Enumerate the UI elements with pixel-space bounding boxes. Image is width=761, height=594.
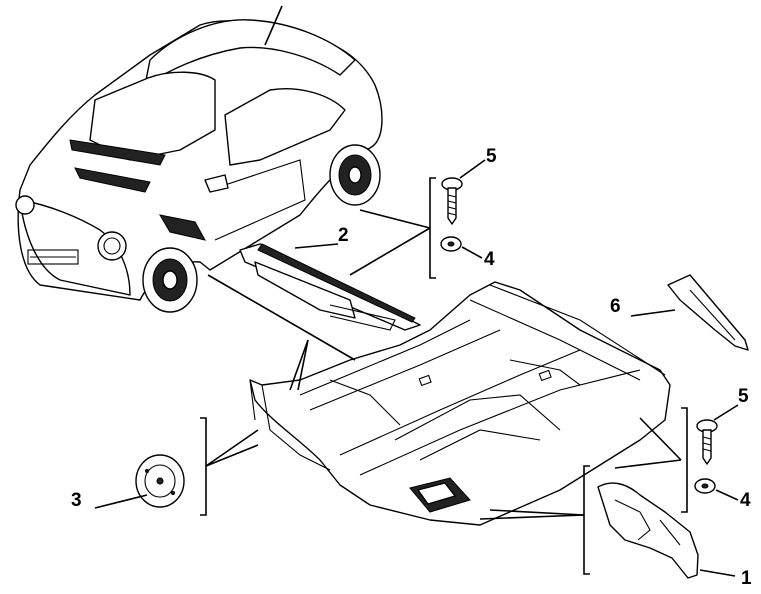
callout-5-lower: 5 xyxy=(738,386,749,407)
part-4-washer-upper xyxy=(440,236,462,252)
part-1-side-trim xyxy=(597,482,699,579)
callout-4-lower: 4 xyxy=(740,490,751,511)
part-4-washer-lower xyxy=(694,478,716,494)
callout-6: 6 xyxy=(610,296,621,317)
part-5-screw-lower xyxy=(696,419,718,465)
callout-4-upper: 4 xyxy=(484,249,495,270)
car-illustration xyxy=(15,5,383,313)
part-3-round-cap xyxy=(135,454,185,508)
callout-1: 1 xyxy=(741,568,752,589)
leader-lines xyxy=(94,159,739,577)
callout-3: 3 xyxy=(71,490,82,511)
part-5-screw-upper xyxy=(441,177,463,225)
callout-2: 2 xyxy=(338,225,349,246)
part-6-trim-panel xyxy=(667,274,749,351)
floor-carpet xyxy=(249,281,671,526)
part-2-insulation-panel xyxy=(239,243,421,331)
callout-5-upper: 5 xyxy=(486,146,497,167)
